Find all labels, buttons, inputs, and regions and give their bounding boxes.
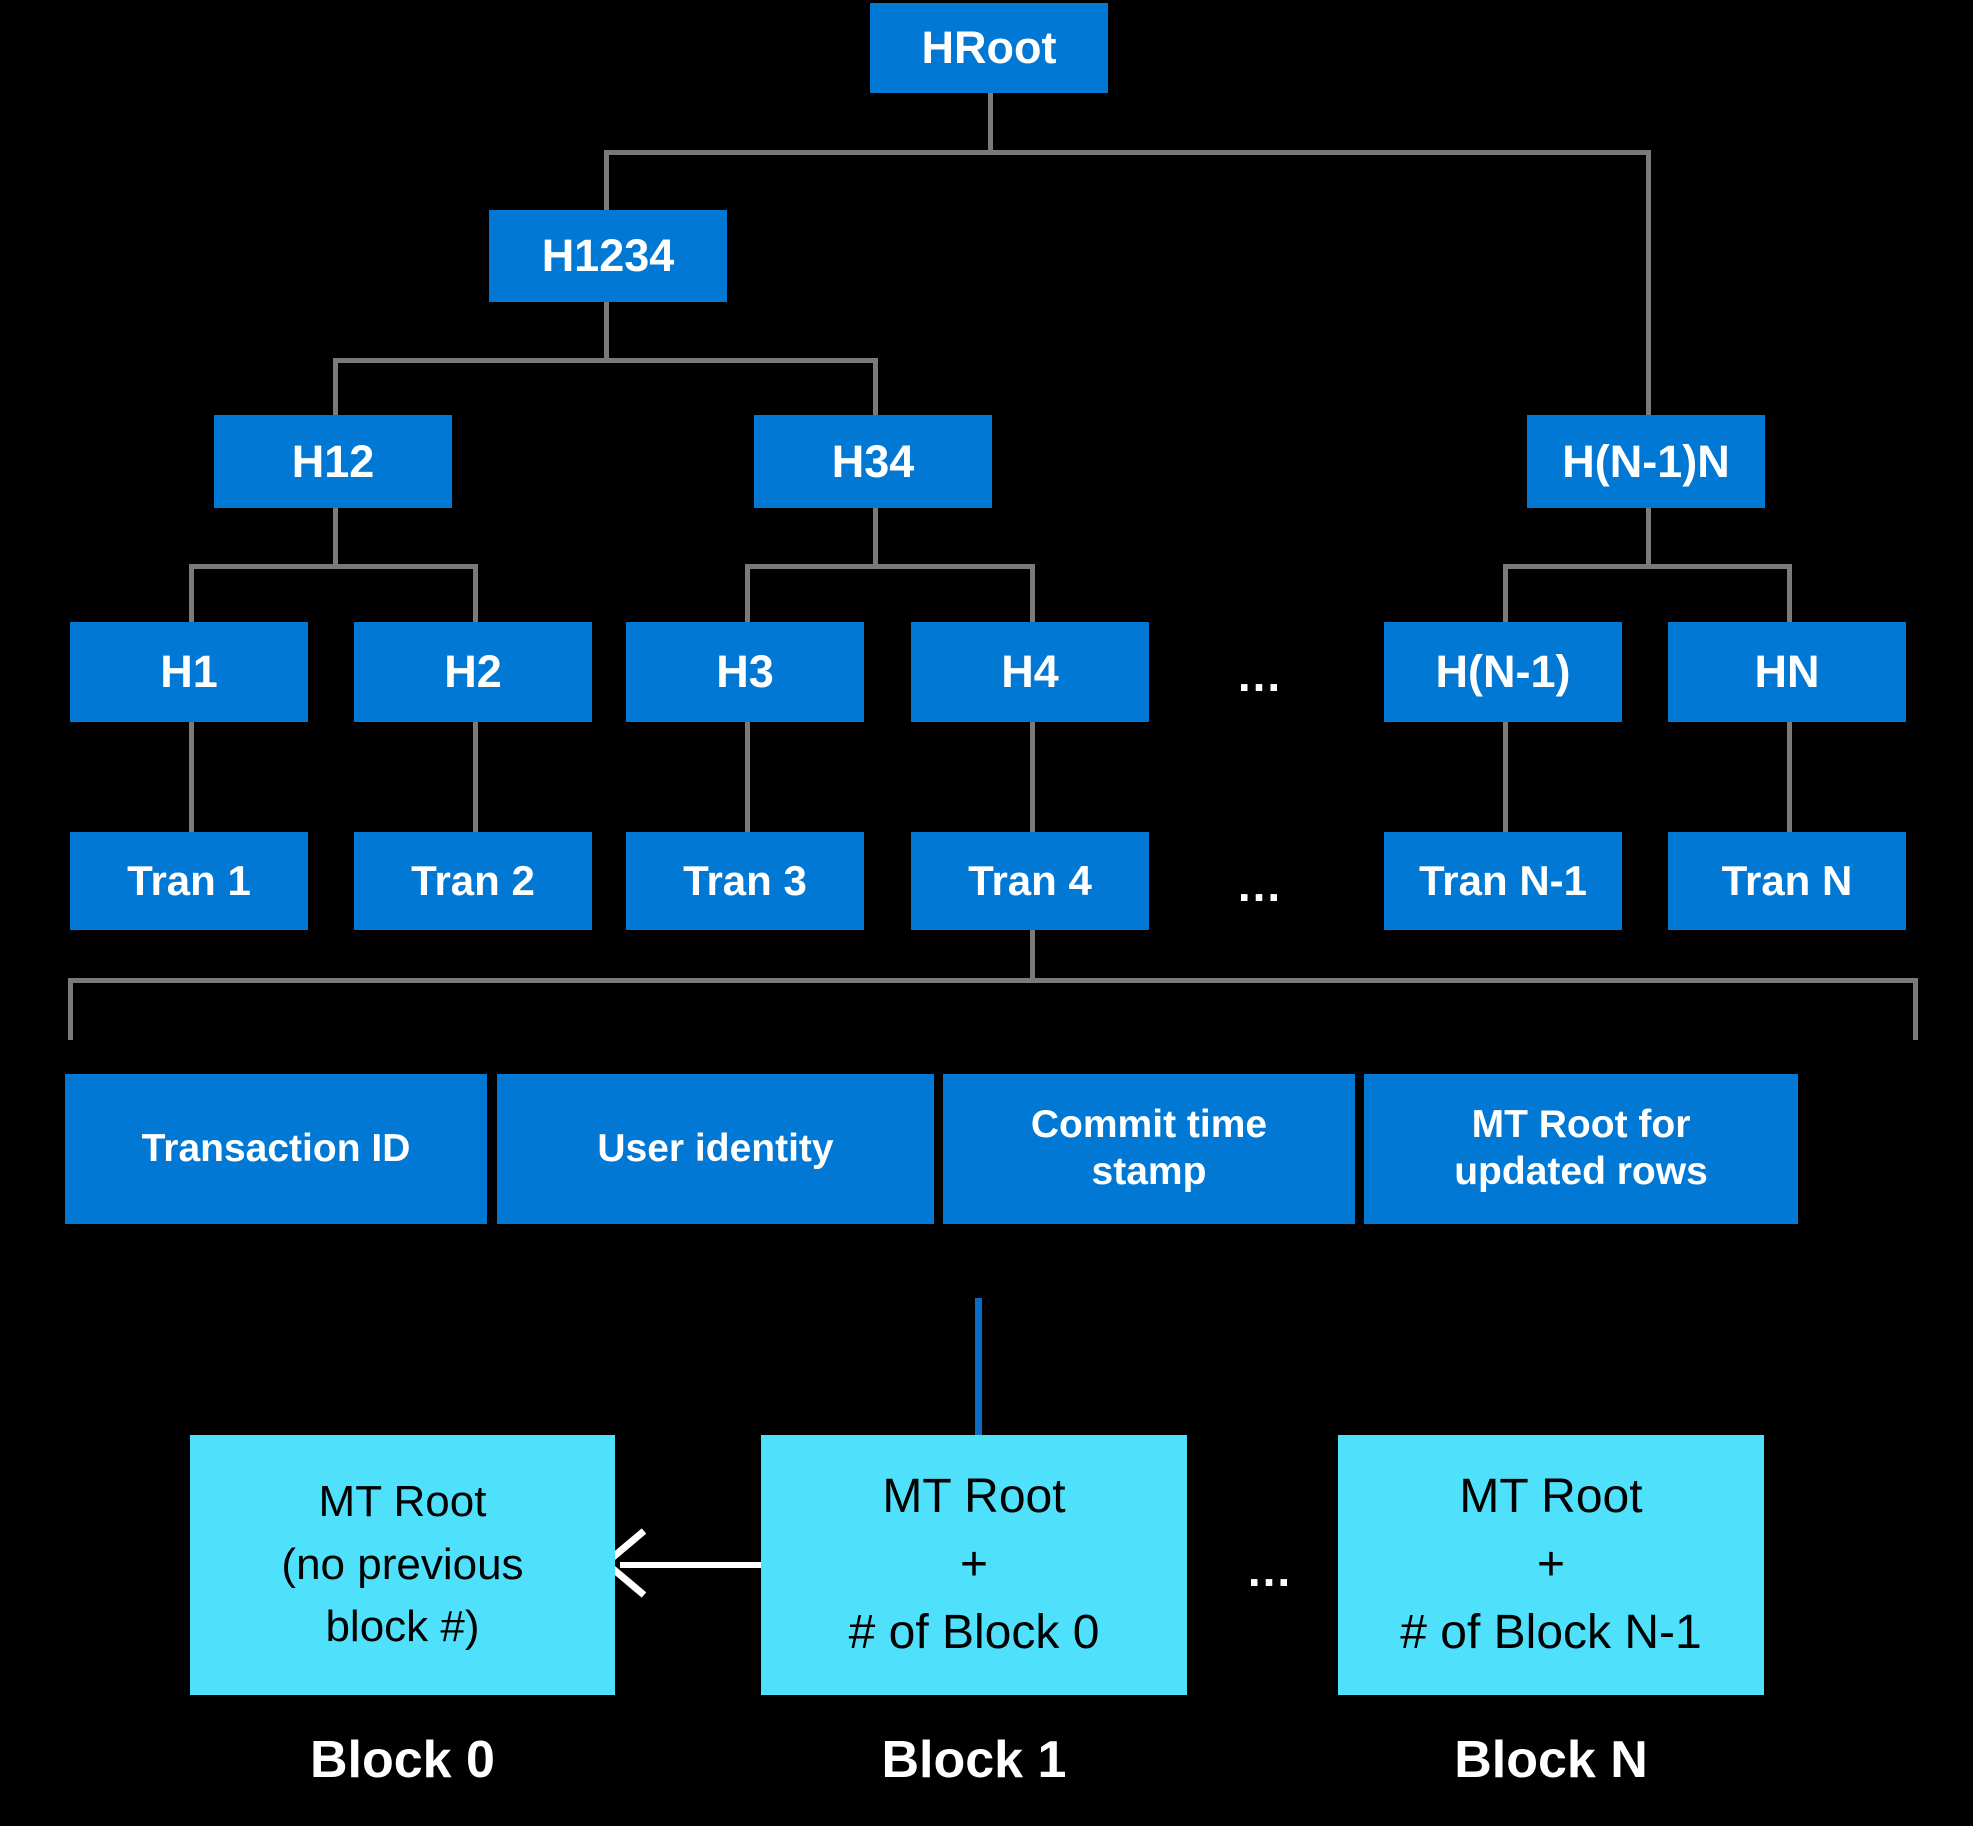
block-node-0-line1: MT Root [318,1477,487,1527]
detail-cell-commit-time-stamp[interactable]: Commit time stamp [943,1074,1355,1224]
node-tran-2-label: Tran 2 [411,856,535,904]
node-h3-label: H3 [716,646,774,698]
block-node-1-line1: MT Root [882,1469,1066,1523]
connector-to-h3 [745,564,750,622]
block-node-0-line2: (no previous [281,1539,524,1589]
connector-to-hn1n [1646,150,1651,415]
connector-to-h1234 [604,150,609,210]
connector-h1-tran1 [189,722,194,832]
node-h12-label: H12 [291,435,375,487]
connector-h34-stem [873,508,878,568]
node-h34-label: H34 [831,435,915,487]
detail-bracket-left [68,978,73,1040]
connector-h12-stem [333,508,338,568]
detail-bracket-top [68,978,1918,983]
detail-cell-transaction-id[interactable]: Transaction ID [65,1074,487,1224]
detail-cell-user-identity[interactable]: User identity [497,1074,934,1224]
connector-to-h12 [333,358,338,416]
node-tran-4[interactable]: Tran 4 [911,832,1149,930]
detail-cell-mt-root-updated-rows-label: MT Root for updated rows [1454,1103,1708,1193]
node-tran-2[interactable]: Tran 2 [354,832,592,930]
node-tran-n-1[interactable]: Tran N-1 [1384,832,1622,930]
connector-h2-tran2 [473,722,478,832]
block-node-1[interactable]: MT Root + # of Block 0 [761,1435,1187,1695]
block-node-n-line1: MT Root [1459,1469,1643,1523]
ellipsis-block-row: ... [1247,1544,1293,1596]
block-node-1-line2: + [959,1537,989,1591]
node-tran-1[interactable]: Tran 1 [70,832,308,930]
detail-cell-mt-root-updated-rows[interactable]: MT Root for updated rows [1364,1074,1798,1224]
connector-h1234-bus [333,358,878,363]
block-caption-0: Block 0 [310,1731,495,1789]
detail-cell-commit-time-stamp-label: Commit time stamp [1030,1103,1268,1193]
ellipsis-hash-row: ... [1237,649,1283,701]
connector-hroot-stem [988,92,993,154]
connector-tran4-bracket [1030,930,1035,982]
node-hn[interactable]: HN [1668,622,1906,722]
connector-to-hn [1787,564,1792,622]
node-h3[interactable]: H3 [626,622,864,722]
node-hn1n[interactable]: H(N-1)N [1527,415,1765,508]
arrow-block1-to-block0-shaft [620,1562,762,1568]
node-hn1-label: H(N-1) [1435,646,1571,698]
connector-hroot-bus [604,150,1651,155]
connector-hn1n-stem [1646,508,1651,568]
connector-h34-bus [745,564,1035,569]
block-caption-n: Block N [1454,1731,1648,1789]
node-h1234-label: H1234 [541,230,675,282]
detail-bracket-right [1913,978,1918,1040]
block-node-1-line3: # of Block 0 [848,1606,1100,1660]
block-node-0-line3: block #) [325,1602,480,1652]
node-tran-3-label: Tran 3 [683,856,807,904]
connector-to-h2 [473,564,478,622]
node-tran-3[interactable]: Tran 3 [626,832,864,930]
node-tran-n-label: Tran N [1721,856,1853,904]
connector-to-h4 [1030,564,1035,622]
node-h1234[interactable]: H1234 [489,210,727,302]
node-hn-label: HN [1754,646,1820,698]
connector-h1234-stem [604,302,609,362]
node-h1[interactable]: H1 [70,622,308,722]
connector-to-h1 [189,564,194,622]
connector-hn-trann [1787,722,1792,832]
connector-hn1-trann1 [1503,722,1508,832]
node-hn1n-label: H(N-1)N [1562,435,1730,487]
connector-h3-tran3 [745,722,750,832]
block-node-0[interactable]: MT Root (no previous block #) [190,1435,615,1695]
node-hn1[interactable]: H(N-1) [1384,622,1622,722]
node-tran-4-label: Tran 4 [968,856,1092,904]
connector-h4-tran4 [1030,722,1035,832]
connector-to-h34 [873,358,878,416]
node-h2-label: H2 [444,646,502,698]
connector-hn1n-bus [1503,564,1792,569]
node-hroot-label: HRoot [921,22,1057,74]
node-tran-n[interactable]: Tran N [1668,832,1906,930]
node-h4[interactable]: H4 [911,622,1149,722]
detail-cell-transaction-id-label: Transaction ID [141,1126,411,1170]
node-tran-n-1-label: Tran N-1 [1418,856,1588,904]
node-h12[interactable]: H12 [214,415,452,508]
node-hroot[interactable]: HRoot [870,3,1108,93]
node-h1-label: H1 [160,646,218,698]
block-caption-1: Block 1 [881,1731,1067,1789]
block-node-n-line2: + [1536,1537,1566,1591]
detail-cell-user-identity-label: User identity [597,1126,834,1170]
connector-h12-bus [189,564,478,569]
node-h2[interactable]: H2 [354,622,592,722]
node-h34[interactable]: H34 [754,415,992,508]
connector-detail-to-block1 [975,1298,982,1438]
block-node-n-line3: # of Block N-1 [1400,1606,1702,1660]
connector-to-hn1 [1503,564,1508,622]
block-node-n[interactable]: MT Root + # of Block N-1 [1338,1435,1764,1695]
ellipsis-tran-row: ... [1237,859,1283,911]
node-tran-1-label: Tran 1 [127,856,251,904]
node-h4-label: H4 [1001,646,1059,698]
